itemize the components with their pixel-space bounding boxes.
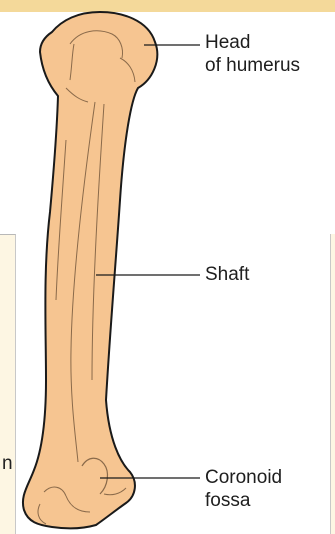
- humerus-bone: [23, 12, 157, 528]
- coronoid-label-line2: fossa: [205, 489, 282, 512]
- shaft-label: Shaft: [205, 263, 249, 286]
- head-label-line1: Head: [205, 31, 300, 54]
- head-of-humerus-label: Head of humerus: [205, 31, 300, 77]
- coronoid-fossa-label: Coronoid fossa: [205, 466, 282, 512]
- head-label-line2: of humerus: [205, 54, 300, 77]
- coronoid-label-line1: Coronoid: [205, 466, 282, 489]
- shaft-label-text: Shaft: [205, 263, 249, 286]
